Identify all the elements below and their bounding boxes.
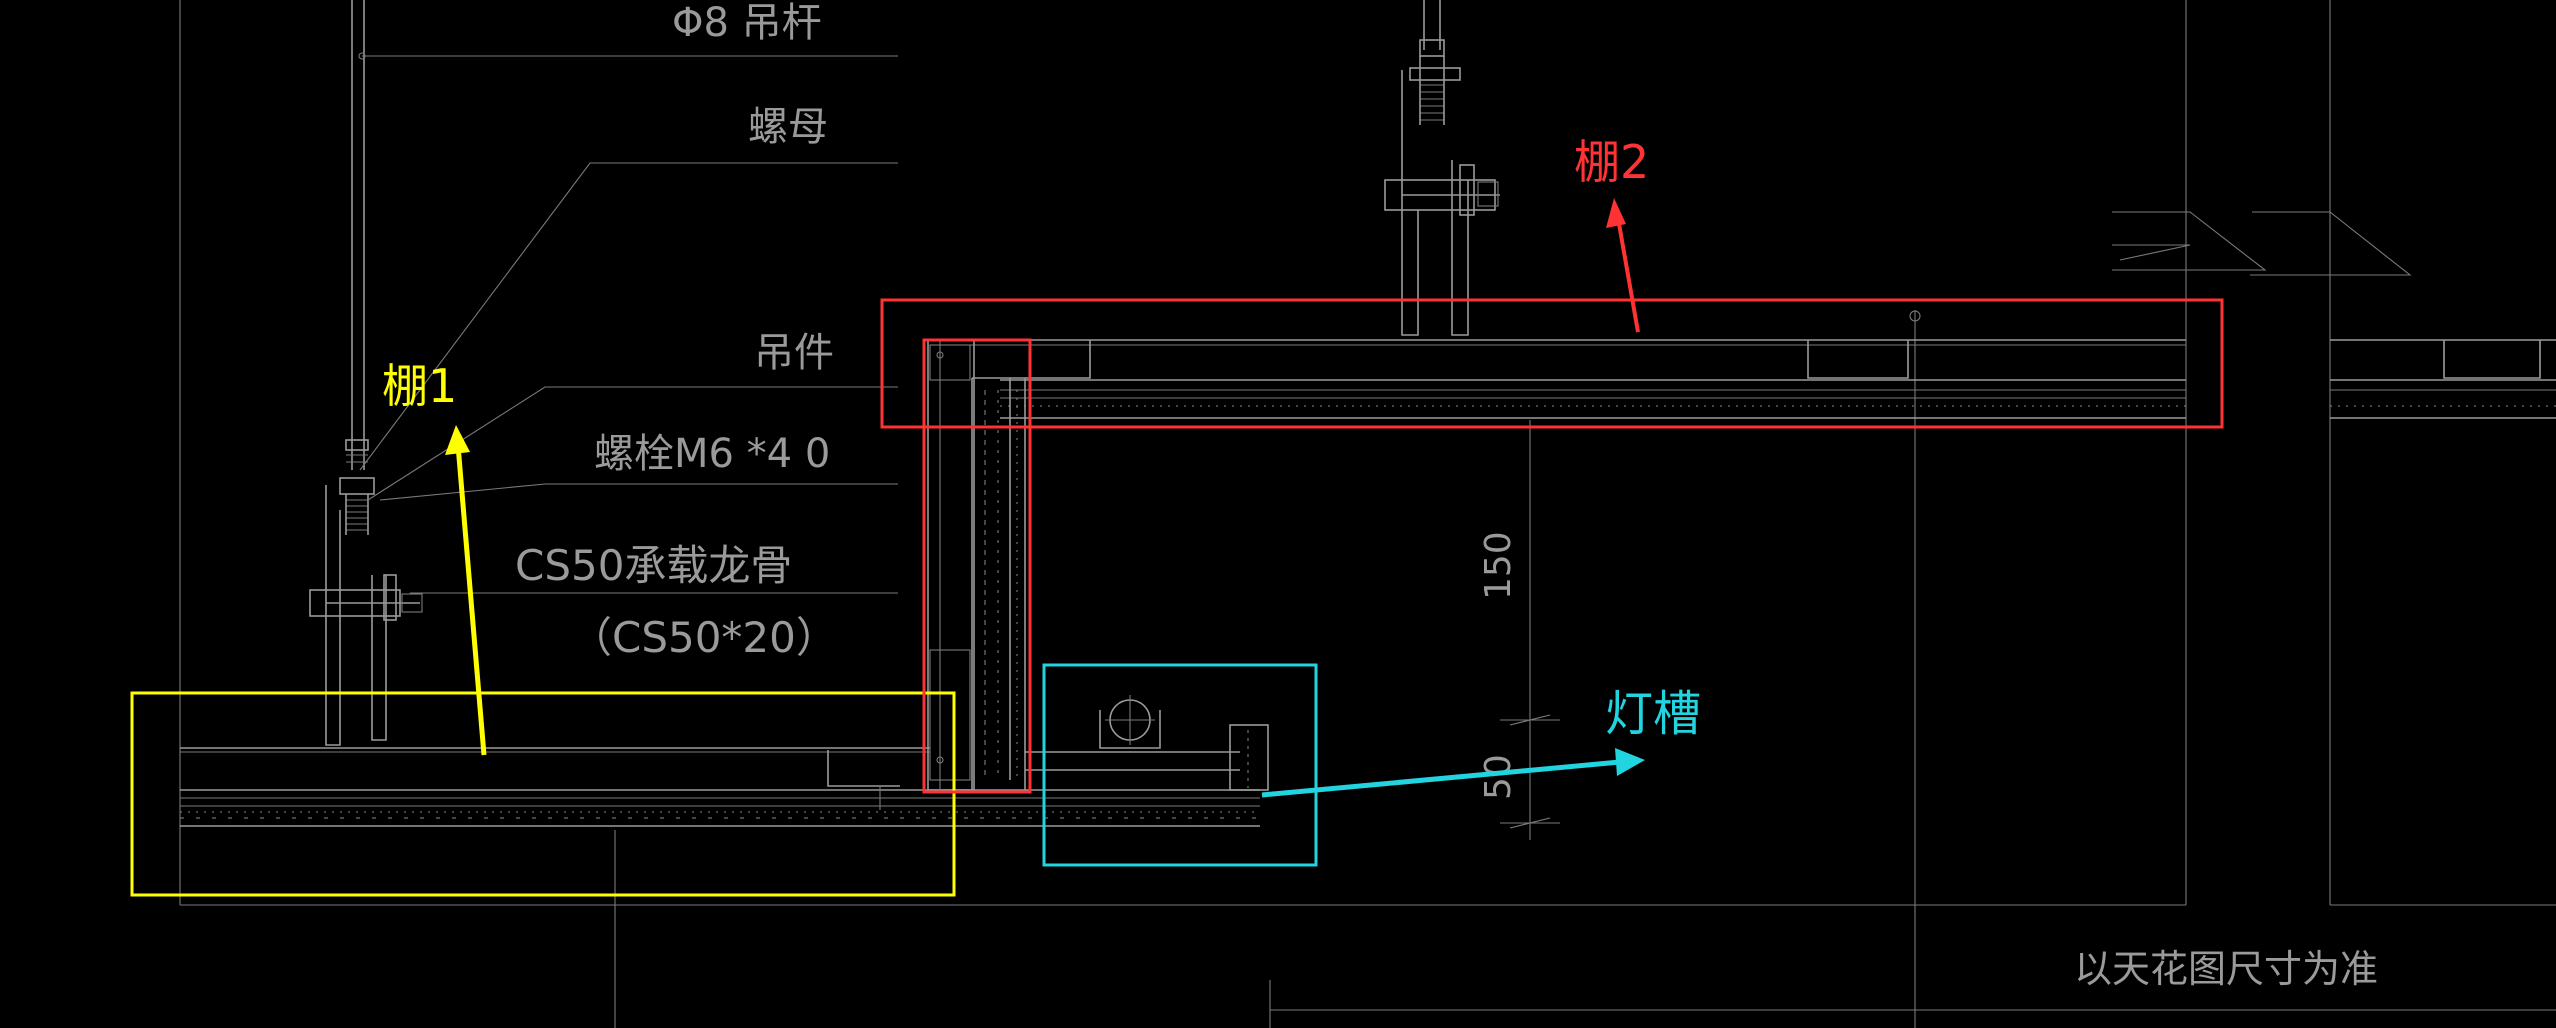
ceiling-2-arrow — [1606, 198, 1640, 333]
break-lines — [2112, 211, 2412, 276]
ceiling-2-layers — [935, 339, 2556, 419]
ceiling-1-layers — [180, 747, 1260, 827]
leader-lines — [359, 55, 898, 594]
light-trough-highlight-box — [1042, 663, 1318, 867]
ceiling-2-label: 棚2 — [1574, 135, 1649, 189]
label-bolt: 螺栓M6 *4 0 — [594, 431, 830, 477]
ceiling-2-highlight-box — [880, 298, 2224, 429]
label-keel: CS50承载龙骨 — [515, 541, 792, 590]
light-trough-detail — [1025, 695, 1269, 791]
drop-wall-highlight-box — [922, 338, 1032, 794]
right-hanger-rod — [1384, 0, 1500, 336]
label-rod: Φ8 吊杆 — [672, 0, 822, 46]
label-nut: 螺母 — [748, 104, 828, 150]
light-trough-arrow — [1261, 748, 1645, 798]
ceiling-1-arrow — [445, 425, 487, 756]
drop-wall — [927, 339, 1026, 791]
ceiling-1-label: 棚1 — [382, 359, 457, 413]
label-hanger: 吊件 — [754, 330, 834, 376]
dimension-150: 150 — [1478, 531, 1519, 600]
label-note: 以天花图尺寸为准 — [2074, 947, 2378, 991]
ceiling-1-highlight-box — [130, 691, 956, 897]
dimension-50: 50 — [1478, 754, 1519, 800]
label-keel-size: （CS50*20） — [570, 613, 838, 662]
left-hanger-rod — [309, 0, 423, 746]
light-trough-label: 灯槽 — [1605, 686, 1701, 742]
frame-lines — [179, 0, 2556, 1028]
